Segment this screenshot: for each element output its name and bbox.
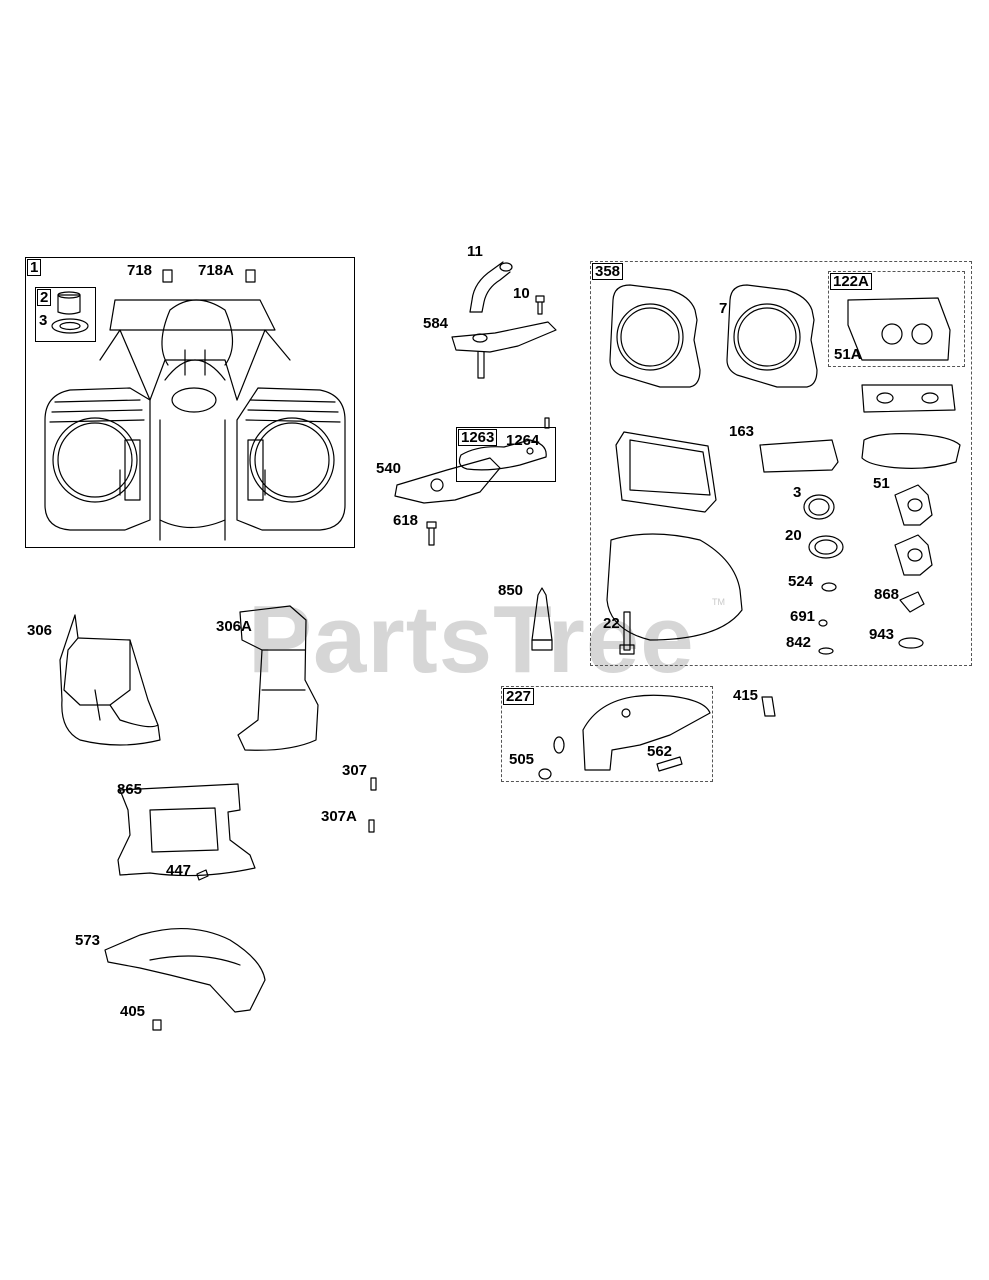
watermark: PartsTree (248, 586, 695, 693)
group-1-label: 1 (27, 259, 42, 276)
callout-505: 505 (509, 751, 535, 768)
callout-524: 524 (788, 573, 814, 590)
callout-163: 163 (729, 423, 755, 440)
group-2-label: 2 (37, 289, 52, 306)
callout-3-seal: 3 (39, 312, 48, 329)
callout-405: 405 (120, 1003, 146, 1020)
group-122A-label: 122A (830, 273, 872, 290)
callout-850: 850 (498, 582, 524, 599)
callout-1264: 1264 (506, 432, 540, 449)
dowel-718 (162, 269, 173, 283)
watermark-tm: TM (712, 597, 725, 607)
group-227-label: 227 (503, 688, 535, 705)
callout-3-lower: 3 (793, 484, 802, 501)
group-1-frame (25, 257, 355, 548)
callout-691: 691 (790, 608, 816, 625)
cylinder-block-drawing (44, 299, 346, 541)
callout-943: 943 (869, 626, 895, 643)
callout-842: 842 (786, 634, 812, 651)
callout-718A: 718A (198, 262, 234, 279)
dowel-718A (245, 269, 256, 283)
callout-20: 20 (785, 527, 802, 544)
callout-584: 584 (423, 315, 449, 332)
callout-51A: 51A (834, 346, 862, 363)
callout-307: 307 (342, 762, 368, 779)
callout-562: 562 (647, 743, 673, 760)
callout-718: 718 (127, 262, 153, 279)
callout-540: 540 (376, 460, 402, 477)
callout-51: 51 (873, 475, 890, 492)
callout-447: 447 (166, 862, 192, 879)
group-122A-frame (828, 271, 965, 367)
group-1263-frame (456, 427, 556, 482)
callout-306A: 306A (216, 618, 252, 635)
callout-415: 415 (733, 687, 759, 704)
callout-306: 306 (27, 622, 53, 639)
callout-10: 10 (513, 285, 530, 302)
callout-307A: 307A (321, 808, 357, 825)
group-227-frame (501, 686, 713, 782)
callout-865: 865 (117, 781, 143, 798)
callout-7: 7 (719, 300, 728, 317)
callout-22: 22 (603, 615, 620, 632)
callout-573: 573 (75, 932, 101, 949)
callout-11: 11 (467, 243, 483, 260)
callout-868: 868 (874, 586, 900, 603)
callout-618: 618 (393, 512, 419, 529)
group-1263-label: 1263 (458, 429, 498, 446)
group-358-frame (590, 261, 972, 666)
group-358-label: 358 (592, 263, 624, 280)
group-2-frame (35, 287, 96, 342)
